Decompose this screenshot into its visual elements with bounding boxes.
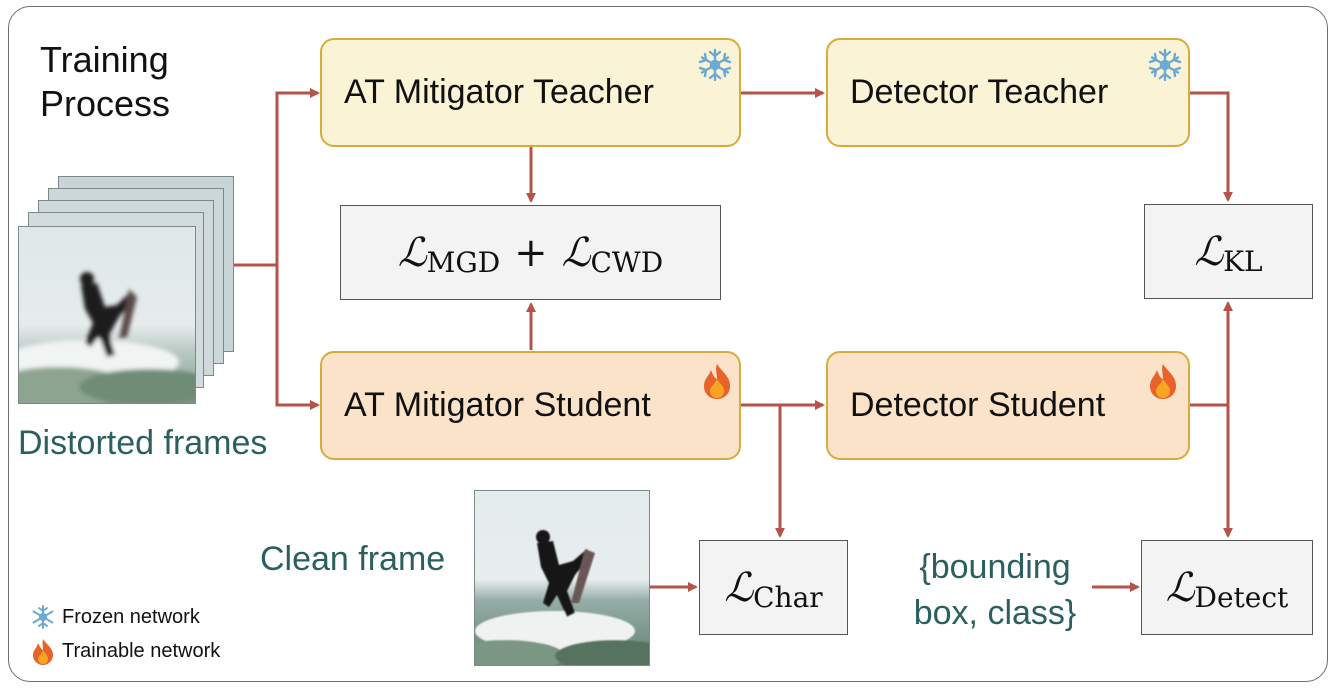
at-mitigator-teacher-node: AT Mitigator Teacher	[320, 38, 741, 147]
loss-subscript-mgd: MGD	[426, 246, 501, 279]
loss-symbol: ℒ	[724, 564, 754, 611]
flame-icon	[704, 364, 730, 399]
detector-student-node: Detector Student	[826, 351, 1190, 460]
diagram-frame	[8, 6, 1328, 682]
snowflake-icon	[698, 48, 732, 82]
loss-symbol: ℒ	[561, 229, 591, 276]
surfer-blurred-image	[19, 227, 195, 403]
flame-icon	[33, 639, 53, 665]
snowflake-icon	[1148, 48, 1182, 82]
flame-icon	[1150, 364, 1176, 399]
arrow-to-at-teacher	[275, 88, 320, 265]
loss-subscript-cwd: CWD	[590, 246, 664, 279]
legend-frozen-label: Frozen network	[62, 606, 200, 628]
title-line-2: Process	[40, 83, 171, 124]
at-mitigator-student-node: AT Mitigator Student	[320, 351, 741, 460]
loss-char: ℒ Char	[699, 540, 848, 635]
legend-trainable-label: Trainable network	[62, 640, 221, 662]
arrow-to-at-student	[275, 265, 320, 410]
plus-sign: +	[514, 229, 548, 276]
distorted-frame-image	[18, 226, 196, 404]
loss-detect: ℒ Detect	[1141, 540, 1313, 635]
clean-frame-label: Clean frame	[260, 540, 446, 578]
at-mitigator-student-label: AT Mitigator Student	[344, 386, 651, 424]
snowflake-icon	[32, 605, 54, 629]
bbox-line-1: {bounding	[919, 548, 1071, 586]
distorted-frames-label: Distorted frames	[18, 424, 268, 462]
loss-mgd-cwd: ℒ MGD + ℒ CWD	[340, 205, 721, 300]
loss-kl: ℒ KL	[1144, 204, 1313, 299]
arrow-det-teacher-to-kl	[1190, 91, 1233, 202]
loss-symbol: ℒ	[1165, 564, 1195, 611]
loss-symbol: ℒ	[1194, 228, 1224, 275]
surfer-clean-image	[475, 491, 649, 665]
detector-student-label: Detector Student	[850, 386, 1106, 424]
clean-frame-image	[474, 490, 650, 666]
loss-subscript-char: Char	[753, 581, 823, 614]
at-mitigator-teacher-label: AT Mitigator Teacher	[344, 73, 654, 111]
title-line-1: Training	[40, 39, 169, 80]
bounding-box-class-label: {bounding box, class}	[900, 544, 1090, 636]
loss-symbol: ℒ	[397, 229, 427, 276]
bbox-line-2: box, class}	[913, 594, 1077, 632]
detector-teacher-label: Detector Teacher	[850, 73, 1109, 111]
loss-subscript-detect: Detect	[1194, 581, 1289, 614]
detector-teacher-node: Detector Teacher	[826, 38, 1190, 147]
diagram-title: Training Process	[40, 38, 170, 126]
loss-subscript-kl: KL	[1223, 245, 1263, 278]
